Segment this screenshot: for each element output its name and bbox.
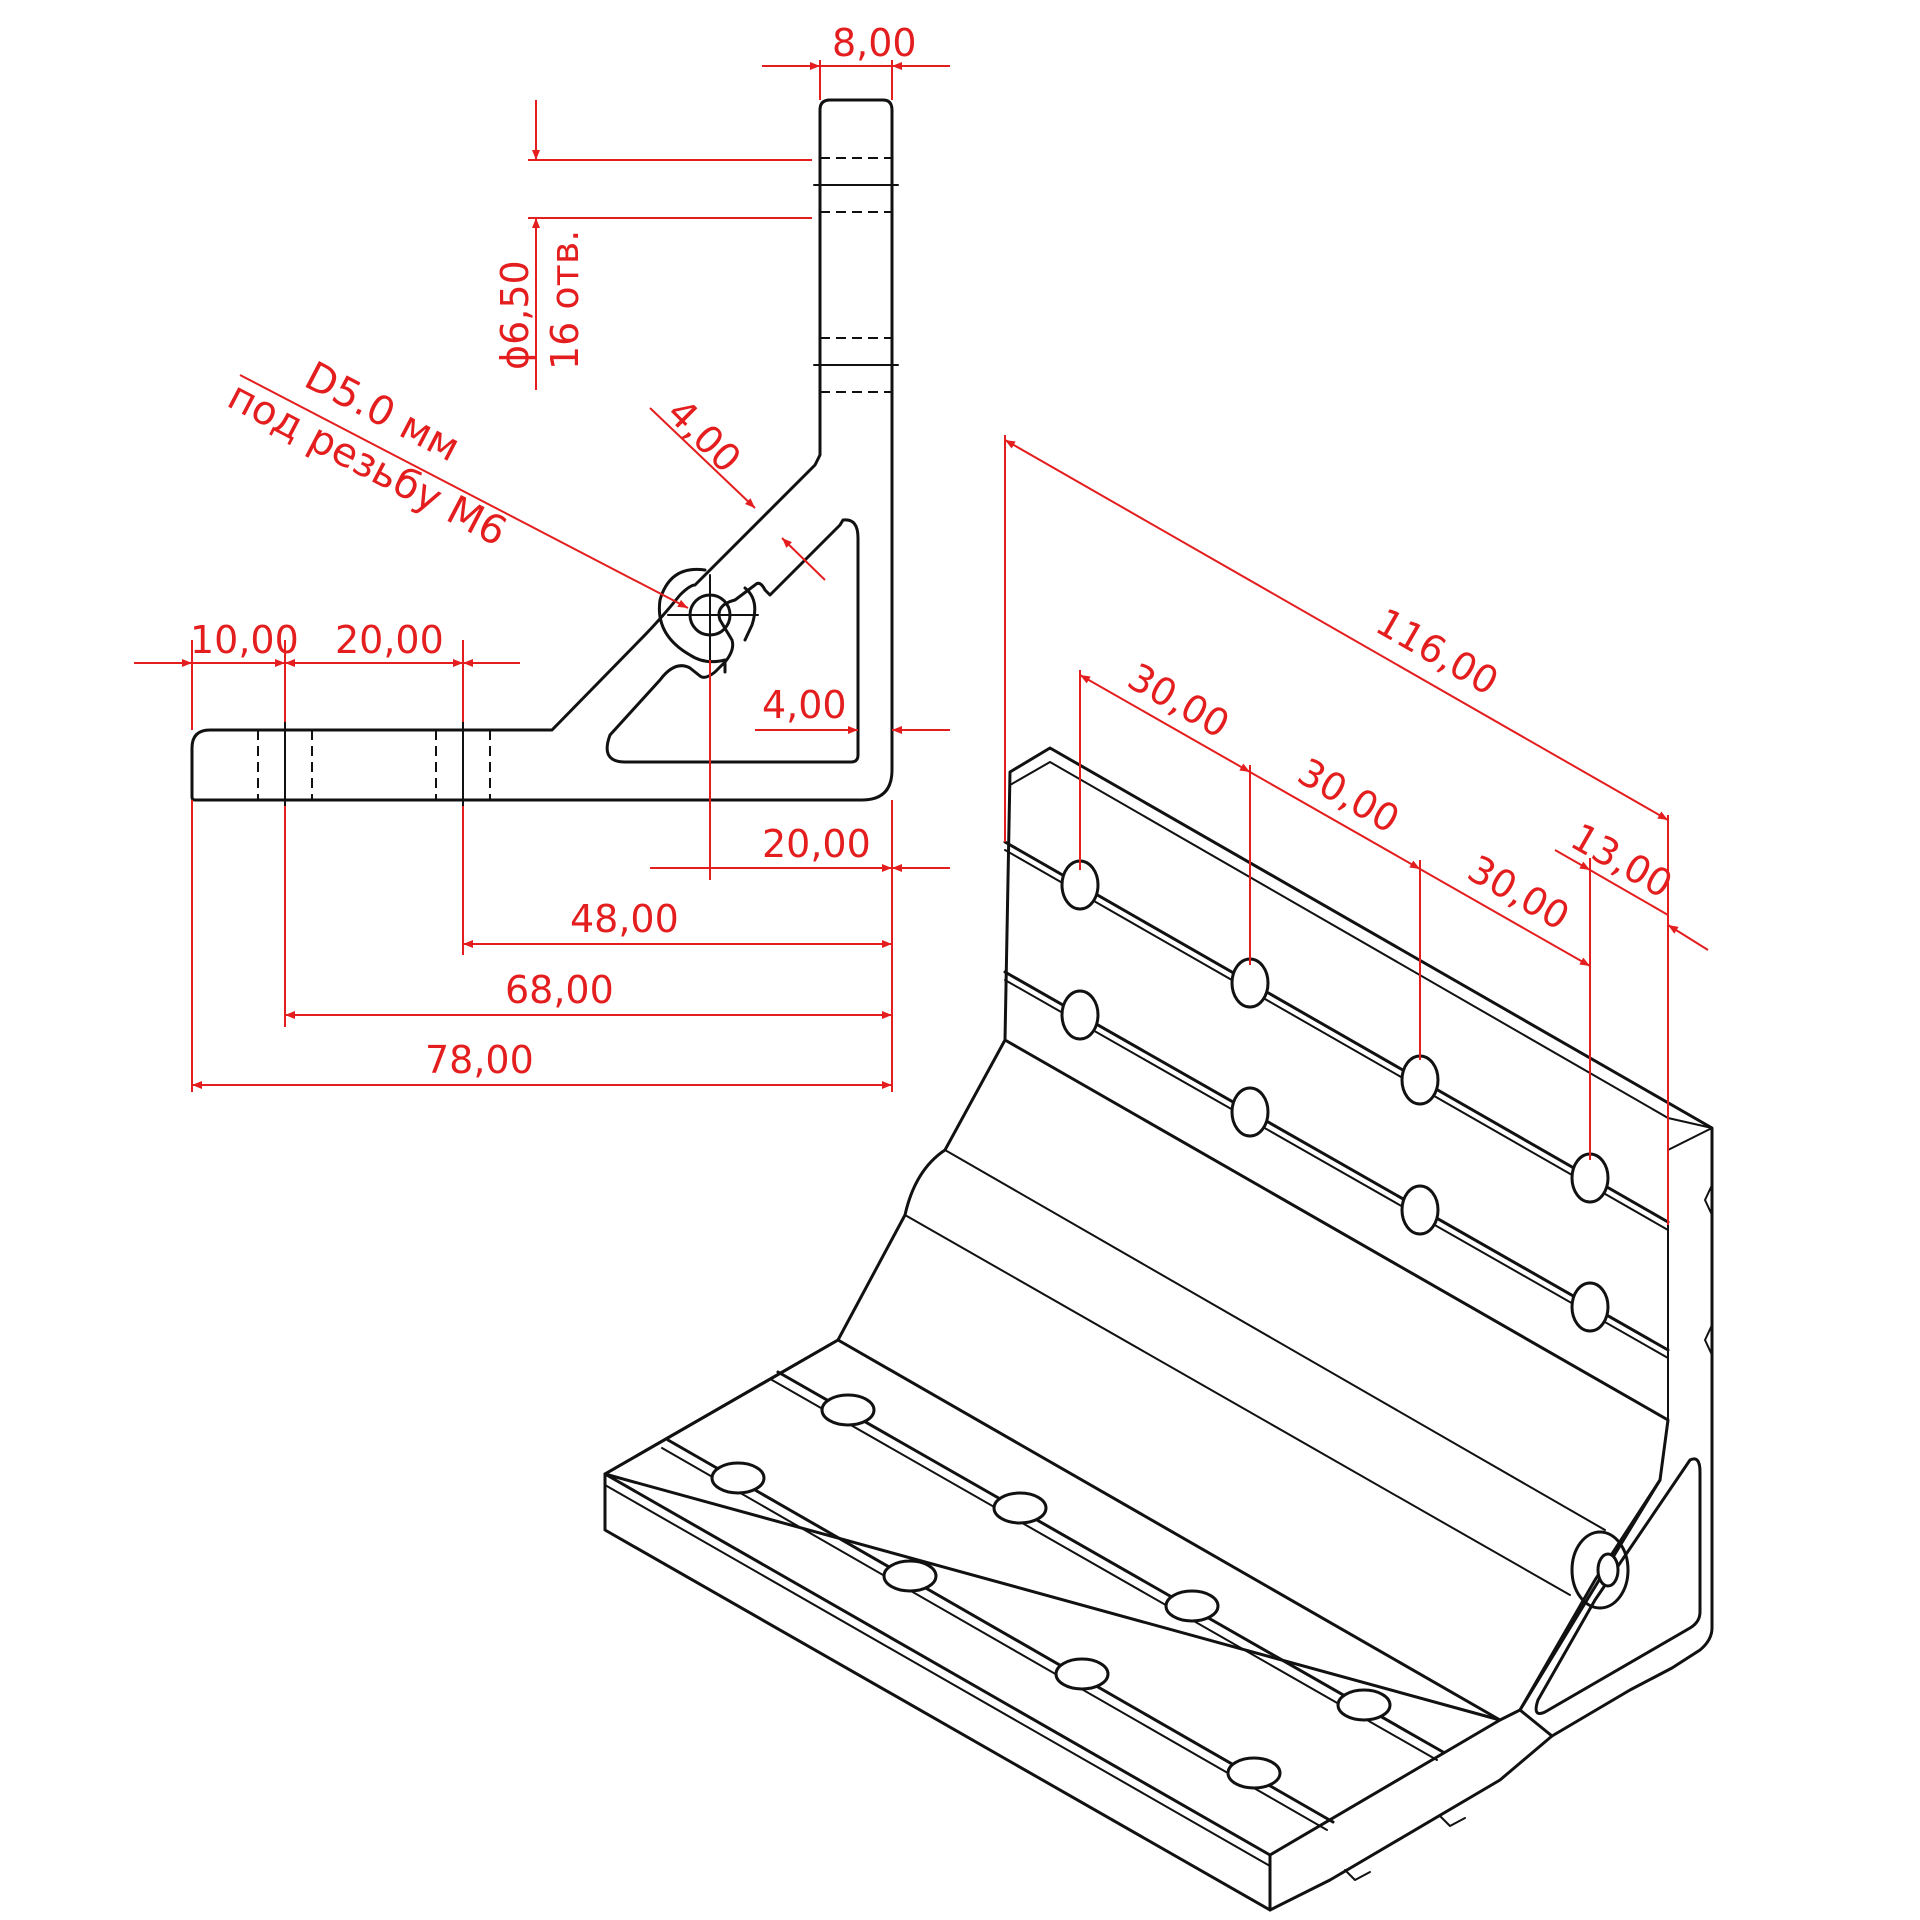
wall-hole	[1570, 1281, 1610, 1333]
dim-span-48: 48,00	[570, 897, 679, 941]
wall-hole	[1400, 1054, 1440, 1106]
base-end	[1268, 1734, 1554, 1912]
wall-hole	[1400, 1184, 1440, 1236]
dim-hole-count: 16 отв.	[543, 230, 587, 370]
base-slot-front	[661, 1447, 1328, 1831]
rib-ridge	[904, 1214, 1571, 1596]
end-notch	[1439, 1815, 1466, 1827]
base-hole	[1164, 1589, 1220, 1623]
end-screw-channel	[1570, 1530, 1630, 1610]
base-hole	[882, 1559, 938, 1593]
dim-line	[649, 407, 756, 509]
wall-edge	[1667, 1127, 1713, 1151]
profile-view	[190, 98, 899, 807]
dim-hole-diameter: ϕ6,50	[493, 260, 537, 370]
end-notch	[1704, 1184, 1713, 1216]
base-slot-front	[666, 1438, 1335, 1824]
channel-lip	[743, 586, 757, 642]
rib-ridge	[944, 1149, 1606, 1531]
base-hole	[820, 1393, 876, 1427]
dim-line	[1004, 439, 1669, 821]
dim-line	[1554, 849, 1591, 871]
leader-line	[239, 374, 689, 609]
profile-dimensions: 8,00 ϕ6,50 16 отв. D5.0 мм под резьбу М6…	[134, 21, 950, 1092]
wall-slot-lower	[1004, 979, 1669, 1359]
dim-top-width: 8,00	[832, 21, 917, 65]
wall-slot-upper	[1004, 849, 1669, 1231]
dim-line	[1419, 868, 1591, 967]
wall-slot-lower	[1003, 970, 1670, 1352]
dim-line	[1667, 924, 1709, 951]
wall-hole	[1230, 1086, 1270, 1138]
rib-face	[836, 1038, 1662, 1722]
dim-line	[1249, 771, 1421, 870]
dim-end-offset: 13,00	[1564, 815, 1680, 907]
base-hole	[1226, 1756, 1282, 1790]
base-bevel	[604, 1484, 1271, 1867]
dim-center-offset: 20,00	[762, 822, 871, 866]
end-notch	[1704, 1324, 1713, 1356]
base-front-edge	[603, 1472, 1272, 1912]
dim-rib-thickness: 4,00	[659, 390, 750, 481]
base-hole	[710, 1461, 766, 1495]
dim-base-hole2: 20,00	[335, 618, 444, 662]
wall-face	[1003, 746, 1714, 1738]
dim-span-68: 68,00	[505, 968, 614, 1012]
dim-line	[781, 537, 826, 581]
end-notch	[1344, 1869, 1371, 1881]
wall-hole	[1570, 1152, 1610, 1204]
screw-channel	[657, 567, 727, 674]
wall-hole	[1060, 989, 1100, 1041]
dim-line	[1589, 869, 1669, 916]
profile-cavity	[605, 518, 860, 764]
profile-outline	[190, 98, 894, 802]
end-screw-hole	[1596, 1552, 1620, 1588]
dim-line	[1079, 674, 1251, 773]
dim-pitch-1: 30,00	[1121, 655, 1237, 747]
isometric-dimensions: 116,00 30,00 30,00 30,00 13,00	[1004, 435, 1709, 1225]
wall-slot-upper	[1003, 840, 1670, 1224]
dim-total-width: 78,00	[425, 1038, 534, 1082]
isometric-view	[603, 746, 1714, 1912]
dim-base-hole1: 10,00	[190, 618, 299, 662]
end-cavity	[1534, 1457, 1702, 1715]
base-hole	[1054, 1657, 1110, 1691]
base-hole	[992, 1491, 1048, 1525]
base-slot-back	[771, 1379, 1438, 1761]
dim-wall-thickness: 4,00	[762, 683, 847, 727]
base-slot-back	[776, 1370, 1445, 1754]
base-top	[603, 1338, 1502, 1857]
base-hole	[1336, 1688, 1392, 1722]
wall-hole	[1230, 957, 1270, 1009]
